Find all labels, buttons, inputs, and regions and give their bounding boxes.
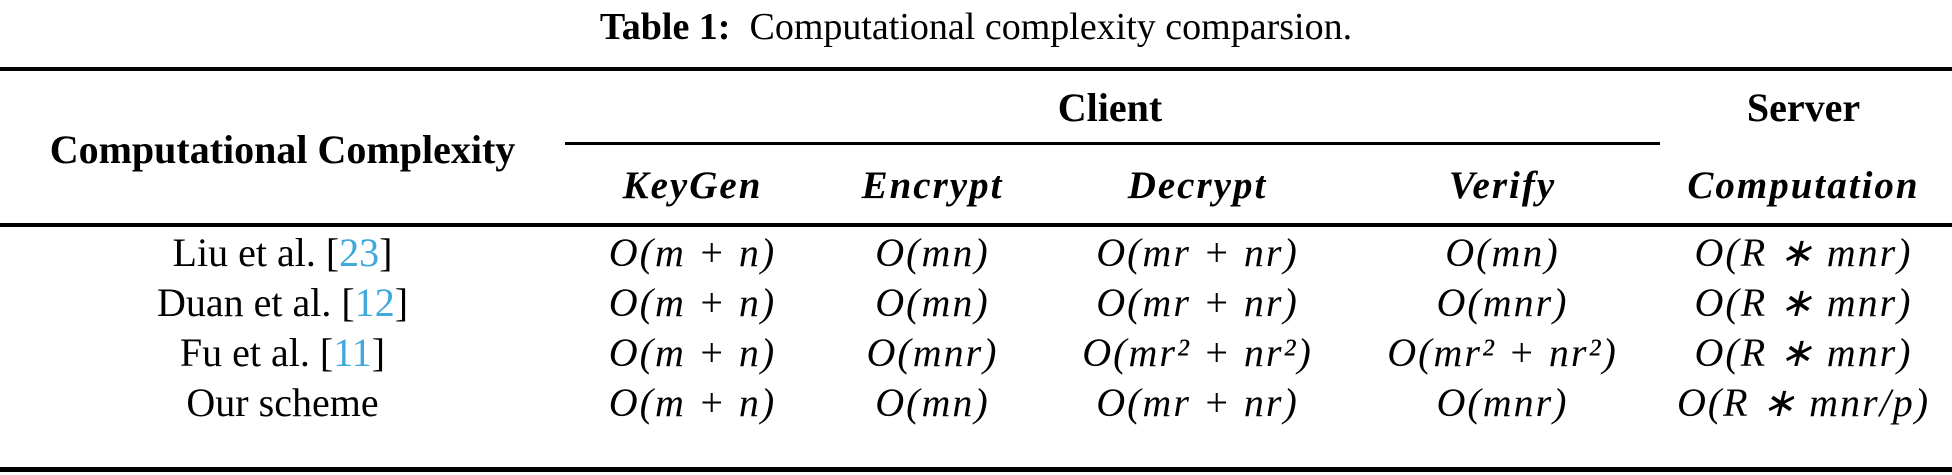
client-group-header: Client [1057, 85, 1163, 130]
cell-keygen: O(m + n) [608, 329, 777, 375]
table-row: Our scheme O(m + n) O(mn) O(mr + nr) O(m… [0, 377, 1952, 427]
complexity-table: Computational Complexity Client Server K… [0, 71, 1952, 427]
row-label-bracket: ] [371, 329, 386, 375]
table-row: Liu et al. [23] O(m + n) O(mn) O(mr + nr… [0, 227, 1952, 277]
table-bottom-rule [0, 467, 1952, 472]
citation-link[interactable]: 12 [354, 279, 395, 325]
cell-server-computation: O(R ∗ mnr) [1694, 329, 1913, 375]
column-header-verify: Verify [1448, 164, 1557, 207]
cell-verify: O(mnr) [1436, 379, 1569, 425]
row-label-text: Our scheme [186, 379, 379, 425]
table-header-rule [0, 223, 1952, 227]
cell-decrypt: O(mr² + nr²) [1082, 329, 1313, 375]
column-header-decrypt: Decrypt [1127, 164, 1268, 207]
cell-server-computation: O(R ∗ mnr) [1694, 279, 1913, 325]
row-label: Duan et al. [12] [0, 277, 565, 327]
citation-link[interactable]: 23 [339, 229, 380, 275]
row-label-text: Liu et al. [ [172, 229, 340, 275]
table-caption-label: Table 1: [599, 6, 731, 48]
group-header-row: Computational Complexity Client Server [0, 71, 1952, 172]
cell-encrypt: O(mn) [875, 379, 990, 425]
cell-decrypt: O(mr + nr) [1096, 229, 1299, 275]
row-label-text: Duan et al. [ [156, 279, 355, 325]
table-row: Fu et al. [11] O(m + n) O(mnr) O(mr² + n… [0, 327, 1952, 377]
column-header-row: KeyGen Encrypt Decrypt Verify Computatio… [0, 144, 1952, 227]
column-header-server-computation: Computation [1687, 164, 1920, 207]
table-top-rule [0, 67, 1952, 71]
cell-encrypt: O(mn) [875, 279, 990, 325]
row-label: Liu et al. [23] [0, 227, 565, 277]
cell-server-computation: O(R ∗ mnr) [1694, 229, 1913, 275]
column-header-keygen: KeyGen [622, 164, 763, 207]
row-label-bracket: ] [394, 279, 409, 325]
cell-encrypt: O(mn) [875, 229, 990, 275]
table-caption-text: Computational complexity comparsion. [749, 6, 1353, 48]
row-label-text: Fu et al. [ [179, 329, 334, 375]
cell-verify: O(mnr) [1436, 279, 1569, 325]
cell-keygen: O(m + n) [608, 279, 777, 325]
citation-link[interactable]: 11 [333, 329, 372, 375]
cell-encrypt: O(mnr) [866, 329, 999, 375]
cell-verify: O(mr² + nr²) [1387, 329, 1618, 375]
row-label-bracket: ] [379, 229, 393, 275]
cell-keygen: O(m + n) [608, 379, 777, 425]
row-label: Our scheme [0, 377, 565, 427]
client-group-rule [565, 142, 1660, 145]
table-row: Duan et al. [12] O(m + n) O(mn) O(mr + n… [0, 277, 1952, 327]
column-header-encrypt: Encrypt [861, 164, 1004, 207]
cell-server-computation: O(R ∗ mnr/p) [1676, 379, 1931, 425]
row-label: Fu et al. [11] [0, 327, 565, 377]
server-group-header: Server [1746, 85, 1861, 130]
cell-decrypt: O(mr + nr) [1096, 379, 1299, 425]
table-caption: Table 1: Computational complexity compar… [0, 6, 1952, 50]
cell-keygen: O(m + n) [608, 229, 777, 275]
corner-header: Computational Complexity [49, 126, 516, 172]
cell-decrypt: O(mr + nr) [1096, 279, 1299, 325]
cell-verify: O(mn) [1445, 229, 1560, 275]
